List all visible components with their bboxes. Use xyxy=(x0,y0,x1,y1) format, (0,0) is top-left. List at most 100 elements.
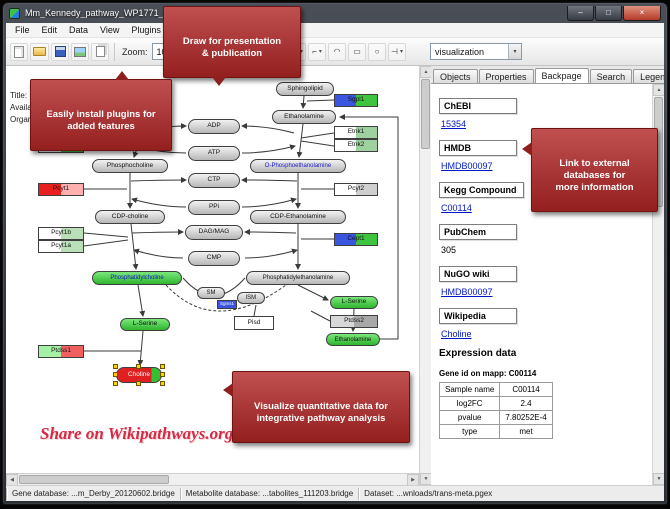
tab-legend[interactable]: Legend xyxy=(633,69,664,83)
save-button[interactable] xyxy=(51,42,69,61)
app-icon xyxy=(9,7,20,19)
callout-pointer-icon xyxy=(212,76,226,86)
maximize-button[interactable]: □ xyxy=(595,5,622,21)
pathway-node[interactable]: CTP xyxy=(188,173,240,188)
backpage-link[interactable]: Choline xyxy=(441,329,472,339)
copy-button[interactable] xyxy=(91,42,109,61)
pathway-node[interactable]: Pisd xyxy=(234,316,274,330)
pathway-node[interactable]: L-Serine xyxy=(120,318,170,331)
pathway-node[interactable]: lSM xyxy=(237,292,265,304)
selection-handle[interactable] xyxy=(160,364,165,369)
menu-file[interactable]: File xyxy=(15,25,30,35)
menu-edit[interactable]: Edit xyxy=(41,25,58,35)
selection-handle[interactable] xyxy=(136,364,141,369)
pathway-node[interactable]: CDP-choline xyxy=(95,210,165,224)
pathway-node[interactable]: Pcyt1b xyxy=(38,227,84,240)
arc-tool[interactable]: ◠ xyxy=(328,42,347,61)
pathway-node[interactable]: Pcyt1a xyxy=(38,240,84,253)
tab-search[interactable]: Search xyxy=(589,69,633,83)
pathway-node[interactable]: ADP xyxy=(188,119,240,134)
pathway-node[interactable]: Etnk1 xyxy=(334,126,378,139)
callout-external-databases: Link to external databases for more info… xyxy=(522,128,658,213)
pathway-node[interactable]: PPi xyxy=(188,200,240,215)
tbar-tool-icon: ⊣ xyxy=(391,47,399,56)
tab-properties[interactable]: Properties xyxy=(478,69,534,83)
canvas-horizontal-scrollbar[interactable]: ◀ ▶ xyxy=(6,473,419,485)
rect-tool[interactable]: ▭ xyxy=(348,42,367,61)
selection-handle[interactable] xyxy=(113,372,118,377)
expression-data-title: Expression data xyxy=(439,348,517,359)
pathway-node-label: CDP-Ethanolamine xyxy=(270,212,326,220)
oval-tool[interactable]: ○ xyxy=(368,42,387,61)
scroll-track[interactable] xyxy=(420,150,431,473)
caret-down-icon[interactable]: ▾ xyxy=(508,44,521,59)
pathway-node-label: Ptdss2 xyxy=(344,317,364,325)
pathway-node[interactable]: CDP-Ethanolamine xyxy=(250,210,346,224)
tab-backpage[interactable]: Backpage xyxy=(534,68,589,83)
pathway-node[interactable]: Ethanolamine xyxy=(326,333,380,346)
pathway-node[interactable]: Etnk2 xyxy=(334,139,378,152)
scroll-track[interactable] xyxy=(170,474,407,485)
pathway-node[interactable]: Ptdss1 xyxy=(38,345,84,358)
backpage-link[interactable]: C00114 xyxy=(441,203,472,213)
export-image-button[interactable] xyxy=(71,42,89,61)
pathway-node[interactable]: Choline xyxy=(113,364,165,386)
selection-handle[interactable] xyxy=(160,372,165,377)
pathway-node[interactable]: Sgpl1 xyxy=(334,94,378,107)
selection-handle[interactable] xyxy=(113,381,118,386)
tab-objects[interactable]: Objects xyxy=(433,69,478,83)
pathway-node[interactable]: Phosphatidylcholine xyxy=(92,271,182,285)
pathway-node[interactable]: SM xyxy=(197,287,225,299)
selection-handle[interactable] xyxy=(113,364,118,369)
pathway-node[interactable]: Pcyt2 xyxy=(334,183,378,196)
open-folder-button[interactable] xyxy=(30,42,49,61)
backpage-link[interactable]: 15354 xyxy=(441,119,467,129)
menu-view[interactable]: View xyxy=(100,25,120,35)
visualization-combobox[interactable]: visualization ▾ xyxy=(430,43,522,60)
pathway-node[interactable]: Pcyt1 xyxy=(38,183,84,196)
pathway-node[interactable]: Phosphocholine xyxy=(92,159,168,173)
menu-data[interactable]: Data xyxy=(69,25,89,35)
scroll-down-icon[interactable]: ▼ xyxy=(653,473,664,485)
pathway-node-label: ATP xyxy=(207,149,221,157)
pathway-node[interactable]: Cept1 xyxy=(334,233,378,246)
pathway-node[interactable]: CMP xyxy=(188,251,240,266)
canvas-meta-label: Title: xyxy=(10,91,28,100)
elbow-tool[interactable]: ⌐▾ xyxy=(308,42,327,61)
pathway-node[interactable]: L-Serine xyxy=(330,296,378,309)
canvas-vertical-scrollbar[interactable]: ▲ ▼ xyxy=(419,66,432,485)
tbar-tool[interactable]: ⊣▾ xyxy=(388,42,407,61)
selection-handle[interactable] xyxy=(136,381,141,386)
scroll-thumb[interactable] xyxy=(19,475,169,484)
pathway-node-label: Phosphatidylethanolamine xyxy=(262,275,334,281)
pathway-node[interactable]: Phosphatidylethanolamine xyxy=(246,271,350,285)
pathway-node[interactable]: DAG/MAG xyxy=(185,225,243,240)
pathway-node[interactable]: O-Phosphoethanolamine xyxy=(250,159,346,173)
pathway-node[interactable]: Sphingolipid xyxy=(276,82,334,96)
pathway-node[interactable]: ATP xyxy=(188,146,240,161)
callout-pointer-icon xyxy=(115,71,129,80)
menu-plugins[interactable]: Plugins xyxy=(131,25,161,35)
new-file-button[interactable] xyxy=(10,42,28,61)
scroll-right-icon[interactable]: ▶ xyxy=(407,474,419,485)
close-button[interactable]: × xyxy=(623,5,661,21)
title-bar[interactable]: Mm_Kennedy_pathway_WP1771_45176.gpml –□× xyxy=(3,3,667,23)
scroll-track[interactable] xyxy=(653,208,664,473)
pathway-node[interactable]: Ethanolamine xyxy=(272,110,336,124)
backpage-link[interactable]: HMDB00097 xyxy=(441,161,493,171)
selection-handle[interactable] xyxy=(160,381,165,386)
minimize-button[interactable]: – xyxy=(567,5,594,21)
open-folder-icon xyxy=(33,47,46,56)
pathway-node-label: Phosphatidylcholine xyxy=(110,275,164,281)
backpage-link[interactable]: HMDB00097 xyxy=(441,287,493,297)
pathway-node[interactable]: Ptdss2 xyxy=(330,315,378,328)
scroll-up-icon[interactable]: ▲ xyxy=(653,84,664,96)
scroll-thumb[interactable] xyxy=(421,79,430,149)
rect-tool-icon: ▭ xyxy=(353,47,361,56)
pathway-node-label: DAG/MAG xyxy=(198,228,230,236)
pathway-node[interactable]: Sgms1 xyxy=(217,300,237,309)
scroll-left-icon[interactable]: ◀ xyxy=(6,474,18,485)
